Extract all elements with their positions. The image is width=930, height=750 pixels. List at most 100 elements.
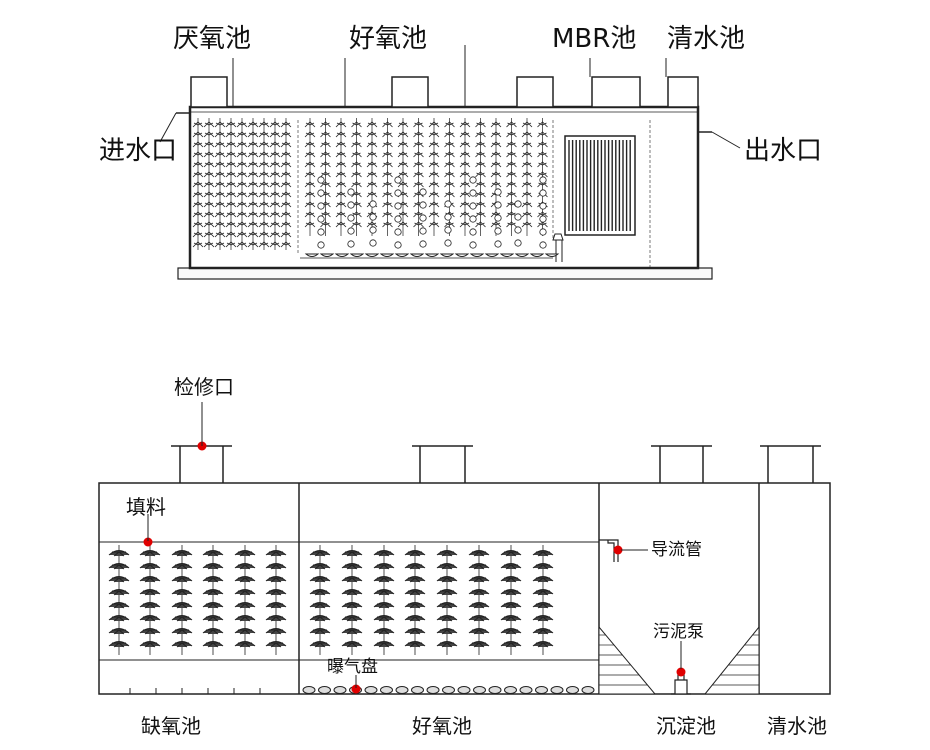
filler-tuft: [214, 141, 226, 148]
manhole-neck-4: [760, 445, 821, 483]
filler-tuft: [506, 151, 517, 158]
filler-tuft: [444, 141, 455, 148]
filler-tuft: [304, 181, 316, 188]
filler-tuft: [203, 181, 215, 188]
filler-tuft: [373, 589, 395, 596]
label-anoxic-tank: 缺氧池: [141, 714, 201, 738]
filler-tuft: [436, 589, 458, 596]
filler-tuft: [444, 171, 455, 178]
filler-tuft: [280, 241, 292, 248]
filler-tuft: [280, 211, 292, 218]
air-bubble: [469, 241, 477, 249]
filler-tuft: [413, 131, 424, 138]
air-bubble: [539, 228, 547, 236]
filler-tuft: [236, 221, 248, 228]
filler-tuft: [247, 141, 259, 148]
filler-tuft: [247, 161, 259, 168]
filler-tuft: [351, 151, 362, 158]
filler-tuft: [225, 231, 237, 238]
filler-tuft: [280, 191, 292, 198]
filler-tuft: [521, 141, 533, 148]
filler-tuft: [475, 191, 486, 198]
filler-tuft: [304, 151, 316, 158]
filler-tuft: [202, 589, 224, 596]
callout-marker: [676, 667, 686, 677]
filler-tuft: [214, 161, 226, 168]
air-bubble: [419, 214, 427, 222]
filler-tuft: [265, 641, 287, 648]
filler-tuft: [202, 615, 224, 622]
filler-tuft: [404, 576, 426, 583]
filler-tuft: [247, 221, 259, 228]
hopper-left: [598, 625, 657, 695]
air-bubble: [494, 227, 502, 235]
filler-tuft: [500, 563, 522, 570]
callout-marker: [613, 545, 623, 555]
aeration-disc: [364, 686, 378, 694]
filler-tuft: [247, 131, 259, 138]
filler-tuft: [366, 121, 378, 128]
filler-tuft: [335, 221, 347, 228]
filler-tuft: [490, 131, 502, 138]
aeration-disc: [457, 686, 471, 694]
filler-tuft: [108, 615, 130, 622]
filler-tuft: [108, 563, 130, 570]
filler-tuft: [475, 171, 486, 178]
filler-tuft: [335, 151, 347, 158]
filler-tuft: [341, 615, 363, 622]
air-bubble: [369, 200, 377, 208]
filler-tuft: [366, 151, 378, 158]
manhole-neck-2: [412, 445, 473, 483]
filler-tuft: [203, 151, 215, 158]
filler-tuft: [521, 131, 533, 138]
filler-tuft: [475, 141, 486, 148]
filler-tuft: [500, 628, 522, 635]
filler-tuft: [258, 241, 270, 248]
filler-tuft: [304, 161, 316, 168]
filler-tuft: [258, 141, 270, 148]
aeration-disc: [380, 686, 393, 694]
filler-tuft: [382, 191, 393, 198]
aeration-disc-top: [454, 253, 470, 257]
filler-tuft: [269, 121, 281, 128]
filler-tuft: [459, 181, 471, 188]
filler-tuft: [459, 141, 471, 148]
air-bubble: [539, 241, 547, 249]
aeration-disc: [442, 686, 455, 694]
filler-tuft: [192, 131, 204, 138]
filler-tuft: [521, 171, 533, 178]
filler-tuft: [532, 563, 554, 570]
filler-tuft: [500, 615, 522, 622]
air-bubble: [469, 228, 477, 236]
filler-tuft: [500, 602, 522, 609]
filler-tuft: [382, 201, 393, 208]
filler-tuft: [444, 151, 455, 158]
filler-tuft: [341, 550, 363, 557]
filler-tuft: [309, 576, 331, 583]
filler-tuft: [506, 181, 517, 188]
filler-tuft: [532, 589, 554, 596]
filler-tuft: [506, 141, 517, 148]
filler-tuft: [468, 615, 490, 622]
filler-tuft: [428, 211, 440, 218]
aeration-disc: [488, 686, 502, 694]
filler-tuft: [341, 641, 363, 648]
filler-tuft: [373, 576, 395, 583]
filler-tuft: [236, 181, 248, 188]
filler-tuft: [203, 131, 215, 138]
filler-tuft: [335, 121, 347, 128]
filler-tuft: [459, 121, 471, 128]
filler-tuft: [382, 181, 393, 188]
filler-tuft: [304, 201, 316, 208]
foundation-slab: [177, 267, 713, 280]
air-bubble: [394, 176, 402, 184]
filler-tuft: [382, 211, 393, 218]
filler-tuft: [192, 221, 204, 228]
filler-tuft: [214, 171, 226, 178]
callout-marker: [143, 537, 153, 547]
filler-tuft: [225, 211, 237, 218]
label-guide-pipe: 导流管: [651, 540, 702, 560]
mbr-pump: [552, 233, 564, 262]
air-bubble: [317, 215, 325, 223]
filler-tuft: [413, 121, 424, 128]
